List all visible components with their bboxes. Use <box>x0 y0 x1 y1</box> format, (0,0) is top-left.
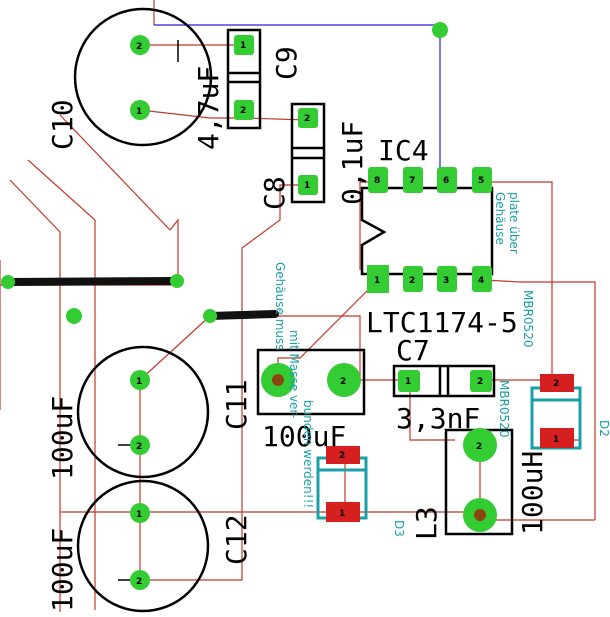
pad-c12-1: 1 <box>136 510 142 520</box>
pad-c10-2: 2 <box>136 42 142 52</box>
pad-l3-2: 2 <box>476 442 482 452</box>
pad-numbers: 2 1 1 2 2 1 8 7 6 5 1 2 3 4 1 2 1 2 2 1 … <box>136 41 559 587</box>
label-c7-value: 3,3nF <box>396 402 480 435</box>
pad-d2-1: 1 <box>553 435 559 445</box>
pad-ic4-4: 4 <box>478 276 484 286</box>
pad-ic4-1: 1 <box>374 276 380 286</box>
note-mbr: MBR0520 <box>521 290 535 347</box>
teal-notes: D3 D2 Gehäuse plate über MBR0520 MBR0520… <box>273 192 610 537</box>
pad-ic4-5: 5 <box>478 176 484 186</box>
label-c12-value: 100uF <box>46 528 79 612</box>
pad-c10-1: 1 <box>136 107 142 117</box>
pad-ic4-3: 3 <box>443 276 449 286</box>
note-ver: mit Masse ver- <box>287 330 301 418</box>
label-c12: C12 <box>220 514 253 565</box>
pad-c11r-2: 2 <box>340 377 346 387</box>
tht-pads <box>1 22 497 590</box>
label-ic4-part: LTC1174-5 <box>366 306 518 339</box>
label-c8: C8 <box>258 176 291 210</box>
label-d3: D3 <box>392 520 406 537</box>
smd-pads <box>326 265 574 522</box>
pad-c11-1: 1 <box>136 377 142 387</box>
note-mbr2: MBR0520 <box>497 380 511 437</box>
pad-c7-2: 2 <box>477 377 483 387</box>
label-c10-value: 4,7uF <box>192 66 225 150</box>
pad-ic4-7: 7 <box>409 176 415 186</box>
pad-d2-2: 2 <box>553 379 559 389</box>
label-ic4: IC4 <box>378 134 429 167</box>
label-c9: C9 <box>270 46 303 80</box>
pad-c7-1: 1 <box>405 377 411 387</box>
label-c11-value: 100uF <box>262 420 346 453</box>
note-gehause: Gehäuse <box>493 192 507 245</box>
jumpers <box>4 277 279 320</box>
pad-ic4-2: 2 <box>409 276 415 286</box>
pad-c12-2: 2 <box>136 577 142 587</box>
label-c11-cap-value: 100uF <box>46 396 79 480</box>
label-l3: L3 <box>410 506 443 540</box>
pad-c8-1: 1 <box>304 181 310 191</box>
pad-ic4-8: 8 <box>374 176 380 186</box>
note-bunden: bunden werden!!! <box>301 400 315 508</box>
pad-d3-2: 2 <box>339 451 345 461</box>
pad-d3-1: 1 <box>339 509 345 519</box>
pad-c9-2: 2 <box>240 106 246 116</box>
pad-c11-2: 2 <box>136 442 142 452</box>
label-c10: C10 <box>46 99 79 150</box>
label-c9-value: 0,1uF <box>336 121 369 205</box>
note-plate: plate über <box>507 192 521 254</box>
label-l3-value: 100uH <box>516 451 549 535</box>
label-c7: C7 <box>396 334 430 367</box>
label-c11: C11 <box>220 379 253 430</box>
silkscreen-labels: C10 4,7uF C9 0,1uF C8 IC4 LTC1174-5 C7 3… <box>46 46 549 612</box>
pad-c8-2: 2 <box>304 114 310 124</box>
label-d2: D2 <box>597 420 610 437</box>
pad-ic4-6: 6 <box>443 176 449 186</box>
outlines <box>73 7 514 613</box>
note-mustbe: Gehäuse muss <box>273 262 287 351</box>
polarity-marks <box>118 40 179 581</box>
pad-c9-1: 1 <box>240 41 246 51</box>
